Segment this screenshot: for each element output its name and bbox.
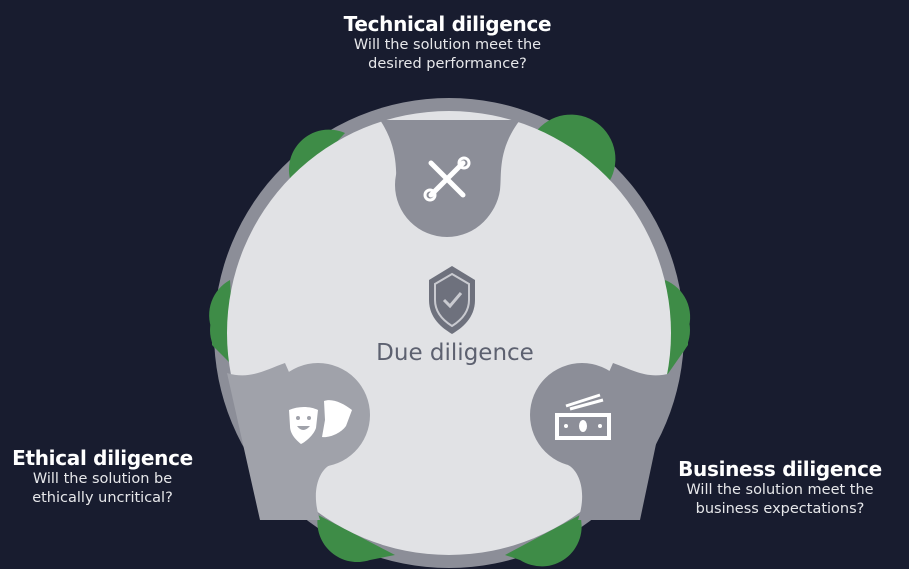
ethical-diligence-label: Ethical diligence Will the solution be e… [0, 446, 205, 508]
technical-diligence-label: Technical diligence Will the solution me… [300, 12, 595, 74]
technical-question-line1: Will the solution meet the [353, 37, 542, 53]
business-question-line1: Will the solution meet the [686, 482, 874, 498]
theater-masks-icon [289, 400, 352, 444]
business-diligence-label: Business diligence Will the solution mee… [660, 457, 900, 519]
tools-icon [423, 156, 471, 202]
technical-question-line2: desired performance? [368, 56, 527, 72]
ethical-question-line1: Will the solution be [32, 471, 173, 487]
technical-title: Technical diligence [343, 12, 552, 36]
business-question-line2: business expectations? [695, 501, 865, 517]
ethical-title: Ethical diligence [12, 446, 193, 470]
money-bills-icon [555, 393, 611, 440]
ethical-question-line2: ethically uncritical? [32, 490, 173, 506]
shield-check-icon [429, 266, 475, 334]
business-title: Business diligence [678, 457, 882, 481]
center-title: Due diligence [376, 340, 534, 366]
